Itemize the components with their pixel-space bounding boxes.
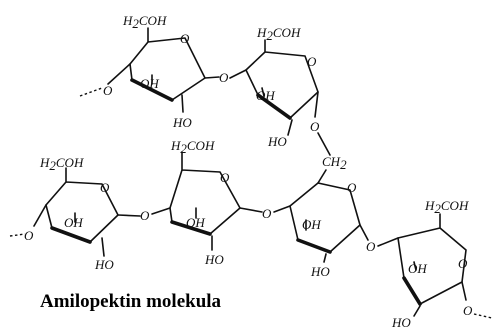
hydroxyl-label-6a: OH	[408, 261, 427, 276]
ch2oh-label-1: H2COH	[122, 13, 167, 31]
hydroxyl-label-4b: HO	[204, 252, 224, 267]
glucose-unit-2: H2COH O OH HO	[245, 25, 319, 149]
diagram-caption: Amilopektin molekula	[40, 291, 222, 312]
glucose-unit-6: H2COH O OH HO O	[391, 198, 493, 330]
ch2oh-label-6: H2COH	[424, 198, 469, 216]
hydroxyl-label-2b: HO	[267, 134, 287, 149]
hydroxyl-label-4a: OH	[186, 215, 205, 230]
glycosidic-oxygen-left-1: O	[103, 83, 113, 98]
ring-oxygen-3: O	[100, 180, 110, 195]
glucose-unit-4: H2COH O OH HO	[169, 138, 263, 267]
hydroxyl-label-5b: HO	[310, 264, 330, 279]
glucose-unit-1: H2COH O O OH HO	[79, 13, 220, 130]
methylene-label: CH2	[322, 154, 347, 172]
glycosidic-oxygen-right-6: O	[463, 303, 473, 318]
hydroxyl-label-2a: OH	[256, 88, 275, 103]
glycosidic-oxygen-left-3: O	[24, 228, 34, 243]
ch2oh-label-2: H2COH	[256, 25, 301, 43]
ring-oxygen-1: O	[180, 31, 190, 46]
glucose-unit-3: H2COH O O OH HO	[9, 155, 141, 272]
hydroxyl-label-5a: OH	[302, 217, 321, 232]
glycosidic-oxygen-branch: O	[310, 119, 320, 134]
branch-linkage: O CH2	[310, 119, 347, 184]
glycosidic-oxygen-3-4: O	[140, 208, 150, 223]
hydroxyl-label-3a: OH	[64, 215, 83, 230]
glycosidic-oxygen-4-5: O	[262, 206, 272, 221]
ch2oh-label-4: H2COH	[170, 138, 215, 156]
ring-oxygen-6: O	[458, 256, 468, 271]
hydroxyl-label-1a: OH	[140, 76, 159, 91]
ring-oxygen-4: O	[220, 170, 230, 185]
ring-oxygen-2: O	[307, 54, 317, 69]
hydroxyl-label-1b: HO	[172, 115, 192, 130]
ring-oxygen-5: O	[347, 180, 357, 195]
glycosidic-oxygen-5-6: O	[366, 239, 376, 254]
ch2oh-label-3: H2COH	[39, 155, 84, 173]
glucose-unit-5: O OH HO	[289, 180, 369, 279]
hydroxyl-label-6b: HO	[391, 315, 411, 330]
hydroxyl-label-3b: HO	[94, 257, 114, 272]
glycosidic-oxygen-1-2: O	[219, 70, 229, 85]
